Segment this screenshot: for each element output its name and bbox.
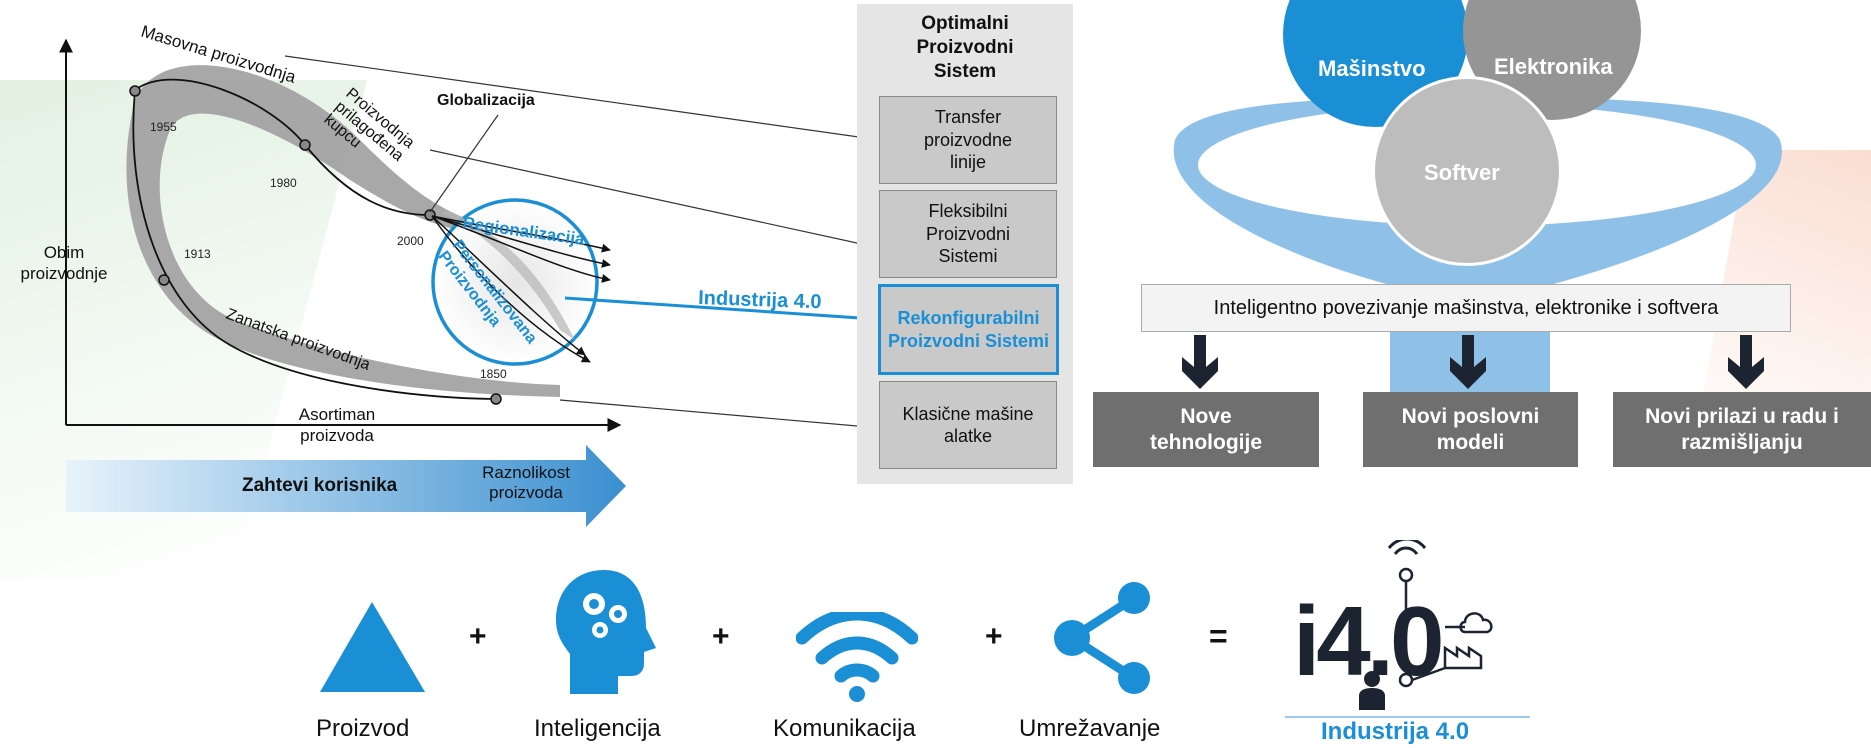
label-umrezavanje: Umrežavanje xyxy=(1019,715,1161,742)
plus-sign-1: + xyxy=(469,620,487,653)
funnel-banner: Inteligentno povezivanje mašinstva, elek… xyxy=(1141,284,1791,332)
leader-line-transfer xyxy=(284,55,881,141)
i40-logo-caption: Industrija 4.0 xyxy=(1321,718,1470,745)
opt-box-klasicne: Klasične mašine alatke xyxy=(879,381,1057,469)
leader-line-fleksibilni xyxy=(429,149,881,249)
funnel-diagram: Mašinstvo Elektronika Softver Inteligent… xyxy=(1080,0,1871,480)
label-globalizacija: Globalizacija xyxy=(437,92,535,109)
label-inteligencija: Inteligencija xyxy=(534,715,661,742)
circle-softver-label: Softver xyxy=(1424,160,1500,185)
circle-band xyxy=(440,212,575,340)
arrow-reg-1 xyxy=(431,215,611,253)
user-demand-arrow: Zahtevi korisnika Raznolikost proizvoda xyxy=(66,445,626,527)
share-icon xyxy=(1054,582,1150,694)
brain-gears-icon xyxy=(556,570,656,694)
label-industrija40: Industrija 4.0 xyxy=(698,287,822,313)
circle-elektronika-label: Elektronika xyxy=(1494,54,1613,79)
opt-box-fleksibilni-label: Fleksibilni Proizvodni Sistemi xyxy=(925,201,1011,267)
leader-line-globalizacija xyxy=(429,114,499,213)
evolution-diagram: 1955 1980 2000 1913 1850 Masovna proizvo… xyxy=(0,0,900,450)
plus-sign-3: + xyxy=(985,620,1003,653)
arrow-label-left: Zahtevi korisnika xyxy=(242,475,398,496)
opt-box-rekonfigurabilni-label: Rekonfigurabilni Proizvodni Sistemi xyxy=(887,308,1050,351)
node-1955 xyxy=(129,85,141,97)
funnel-banner-label: Inteligentno povezivanje mašinstva, elek… xyxy=(1213,296,1719,319)
down-arrow-2 xyxy=(1450,335,1486,389)
opt-box-fleksibilni: Fleksibilni Proizvodni Sistemi xyxy=(879,190,1057,278)
leader-line-klasicne xyxy=(559,399,881,429)
year-1980: 1980 xyxy=(270,176,297,190)
arrow-pers-2 xyxy=(431,215,591,363)
circle-softver xyxy=(1372,76,1562,266)
node-1850 xyxy=(490,393,502,405)
outcome-nove-tehnologije: Nove tehnologije xyxy=(1093,392,1319,467)
down-arrow-1 xyxy=(1182,335,1218,389)
plus-sign-2: + xyxy=(712,620,730,653)
optimal-system-title: Optimalni Proizvodni Sistem xyxy=(916,13,1014,82)
opt-box-rekonfigurabilni: Rekonfigurabilni Proizvodni Sistemi xyxy=(878,284,1059,375)
person-icon xyxy=(1359,671,1385,710)
circle-masinstvo-label: Mašinstvo xyxy=(1318,56,1426,81)
outcome-novi-prilazi-label: Novi prilazi u radu i razmišljanju xyxy=(1645,405,1839,454)
year-2000: 2000 xyxy=(397,234,424,248)
i40-logo-divider xyxy=(1285,716,1530,718)
node-1980 xyxy=(299,139,311,151)
evolution-curve xyxy=(132,78,496,400)
year-1850: 1850 xyxy=(480,367,507,381)
arrow-pers-1 xyxy=(431,215,586,356)
opt-box-transfer: Transfer proizvodne linije xyxy=(879,96,1057,184)
arrow-label-right: Raznolikost proizvoda xyxy=(482,463,570,503)
arrow-reg-3 xyxy=(431,215,611,283)
equation-row: Proizvod + Inteligencija + Komunikacija … xyxy=(0,540,1871,748)
wifi-icon xyxy=(796,612,918,702)
arrow-reg-2 xyxy=(431,215,611,268)
down-arrow-3 xyxy=(1728,335,1764,389)
optimal-system-panel: Optimalni Proizvodni Sistem Transfer pro… xyxy=(857,4,1073,484)
opt-box-klasicne-label: Klasične mašine alatke xyxy=(902,403,1034,447)
production-band xyxy=(126,65,560,397)
label-proizvod: Proizvod xyxy=(316,715,410,742)
outcome-poslovni-modeli: Novi poslovni modeli xyxy=(1363,392,1578,467)
year-1913: 1913 xyxy=(184,247,211,261)
iot-decoration-icon xyxy=(1387,540,1493,688)
equals-sign: = xyxy=(1209,618,1228,654)
year-1955: 1955 xyxy=(150,120,177,134)
node-1913 xyxy=(158,274,170,286)
label-komunikacija: Komunikacija xyxy=(773,715,916,742)
triangle-icon xyxy=(320,602,425,692)
outcome-nove-tehnologije-label: Nove tehnologije xyxy=(1150,405,1262,454)
outcome-novi-prilazi: Novi prilazi u radu i razmišljanju xyxy=(1613,392,1871,467)
outcome-poslovni-modeli-label: Novi poslovni modeli xyxy=(1401,405,1540,454)
opt-box-transfer-label: Transfer proizvodne linije xyxy=(923,107,1013,173)
i40-logo: i4.0 Industrija 4.0 xyxy=(1285,540,1545,748)
